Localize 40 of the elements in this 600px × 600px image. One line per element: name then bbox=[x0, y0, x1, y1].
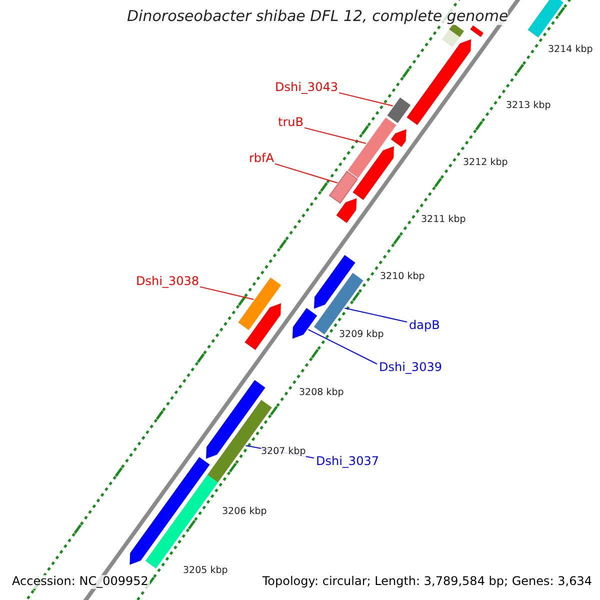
gene-label: Dshi_3039 bbox=[379, 361, 442, 375]
gene-label: dapB bbox=[409, 319, 440, 333]
scale-label: 3207 kbp bbox=[261, 447, 306, 458]
gene-bar bbox=[442, 30, 460, 48]
gene-bar bbox=[130, 457, 210, 565]
gene-bar bbox=[528, 0, 564, 38]
gene-bar bbox=[292, 308, 318, 339]
scale-label: 3208 kbp bbox=[299, 388, 344, 399]
gene-label: Dshi_3038 bbox=[136, 275, 199, 289]
scale-label: 3205 kbp bbox=[183, 566, 228, 577]
leader-line bbox=[304, 127, 366, 144]
gene-bar bbox=[244, 303, 281, 350]
gene-bar bbox=[328, 170, 358, 204]
scale-label: 3214 kbp bbox=[548, 45, 593, 56]
gene-label: truB bbox=[278, 116, 304, 130]
scale-label: 3209 kbp bbox=[339, 330, 384, 341]
leader-line bbox=[274, 163, 338, 184]
scale-label: 3210 kbp bbox=[380, 272, 425, 283]
gene-bar bbox=[387, 98, 411, 124]
gene-bar bbox=[336, 198, 357, 223]
gene-label: Dshi_3037 bbox=[316, 455, 379, 469]
gene-bar bbox=[314, 255, 356, 309]
gene-bar bbox=[390, 129, 406, 147]
gene-label: Dshi_3043 bbox=[275, 81, 338, 95]
scale-label: 3211 kbp bbox=[421, 215, 466, 226]
footer-text: Topology: circular; Length: 3,789,584 bp; Genes: 3,634 bbox=[260, 575, 594, 589]
scale-label: 3206 kbp bbox=[222, 507, 267, 518]
leader-line bbox=[308, 329, 378, 364]
gene-bar bbox=[352, 146, 394, 200]
gene-bar bbox=[406, 39, 472, 125]
title: Dinoroseobacter shibae DFL 12, complete genome bbox=[127, 8, 508, 26]
footer-text: Accession: NC_009952 bbox=[10, 575, 150, 589]
scale-label: 3213 kbp bbox=[506, 101, 551, 112]
gene-bar bbox=[238, 278, 282, 330]
leader-line bbox=[200, 286, 254, 300]
scale-label: 3212 kbp bbox=[463, 158, 508, 169]
gene-bar bbox=[348, 118, 396, 178]
gene-label: rbfA bbox=[249, 152, 274, 166]
leader-line bbox=[338, 92, 394, 106]
leader-line bbox=[344, 308, 408, 322]
